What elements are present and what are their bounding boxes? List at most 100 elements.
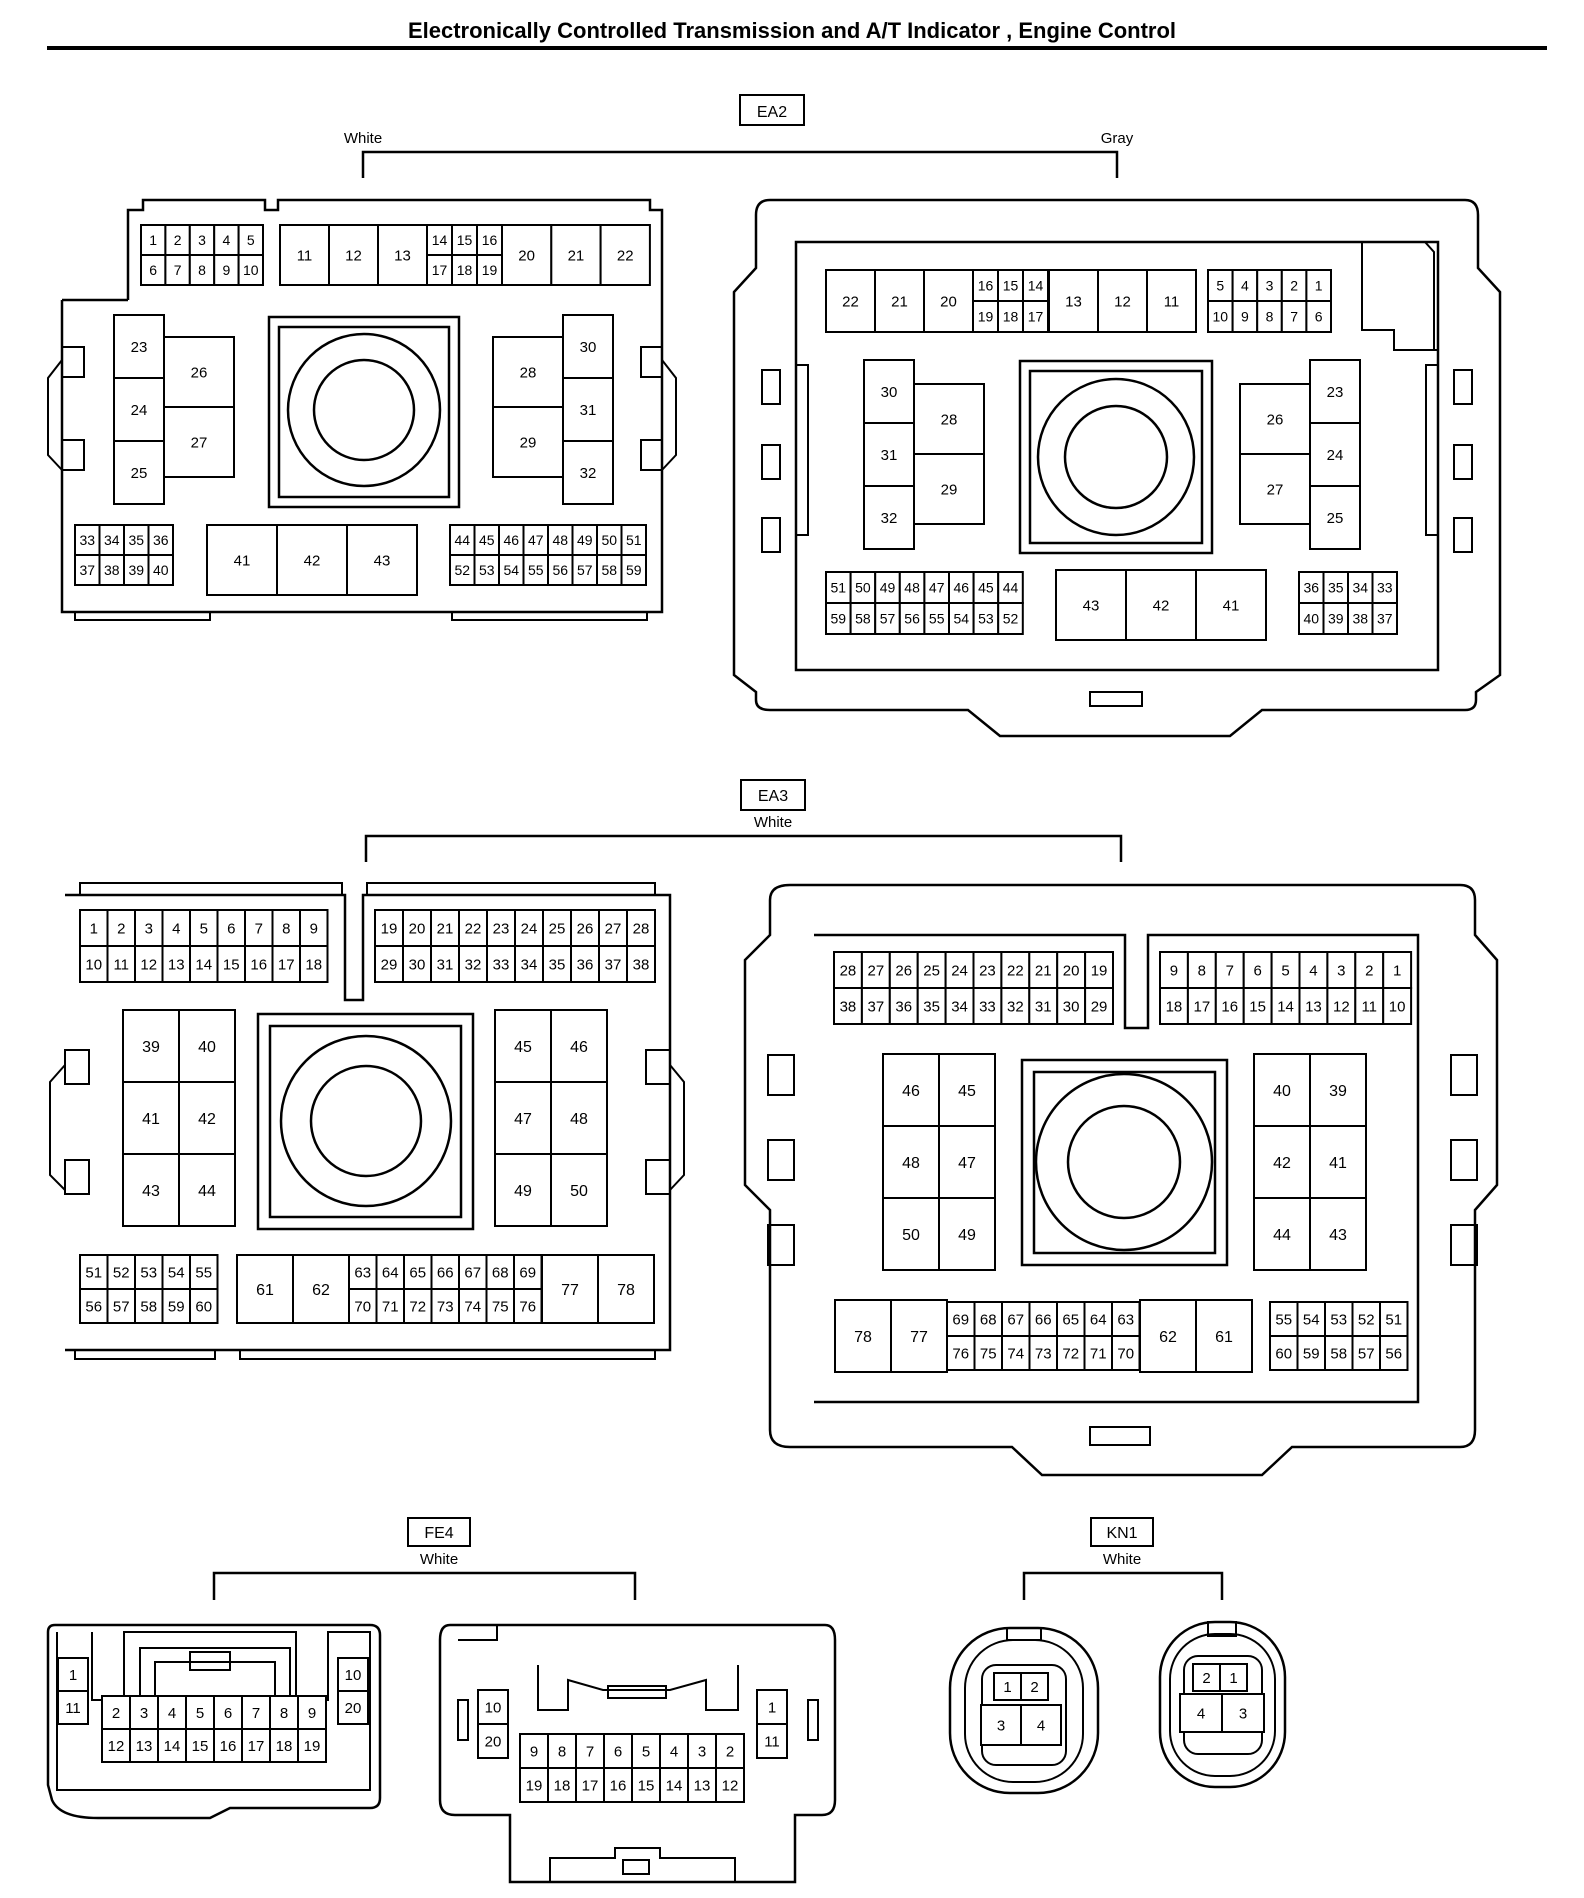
pin-label: 2 [1202, 1670, 1210, 1687]
pin-label: 55 [1275, 1311, 1292, 1328]
ea2-left-pin-56 [547, 554, 574, 586]
pin-label: 51 [1385, 1311, 1402, 1328]
pin-label: 4 [168, 1705, 176, 1722]
ea3-left-pin-37 [598, 945, 628, 983]
pin-label: 35 [923, 998, 940, 1015]
pin-label: 20 [409, 920, 426, 937]
fe4-left-pin-18 [269, 1728, 299, 1763]
pin-label: 41 [234, 552, 251, 569]
ea3-right-pin-16 [1214, 987, 1245, 1025]
pin-label: 24 [521, 920, 538, 937]
ea2-left-pin-29 [492, 406, 564, 478]
fe4-label: FE4 [424, 1525, 453, 1542]
ea2-left-pin-30 [562, 314, 614, 379]
pin-label: 22 [842, 293, 859, 310]
ea3-right-pin-47 [938, 1125, 996, 1199]
ea2-right-pin-41 [1195, 569, 1267, 641]
pin-label: 57 [1358, 1345, 1375, 1362]
pin-label: 46 [902, 1083, 920, 1100]
pin-label: 1 [69, 1667, 77, 1684]
pin-label: 8 [1198, 962, 1206, 979]
pin-label: 27 [605, 920, 622, 937]
ea2-left-pin-42 [276, 524, 348, 596]
ea3-header [364, 779, 1123, 862]
ea2-right-pin-46 [948, 571, 975, 604]
pin-label: 48 [552, 532, 568, 548]
fe4-right-pin-11 [756, 1723, 788, 1759]
pin-label: 15 [1003, 278, 1019, 294]
ea2-right-pin-34 [1347, 571, 1374, 604]
ea2-left-pin-28 [492, 336, 564, 408]
pin-label: 20 [485, 1733, 502, 1750]
ea3-right-pin-10 [1382, 987, 1413, 1025]
pin-label: 49 [880, 580, 896, 596]
pin-label: 49 [514, 1183, 532, 1200]
fe4-left-pin-11 [57, 1690, 89, 1725]
pin-label: 64 [1090, 1311, 1107, 1328]
ea2-left-pin-53 [473, 554, 500, 586]
pin-label: 62 [312, 1282, 330, 1299]
ea2-right-pin-38 [1347, 602, 1374, 635]
pin-label: 1 [768, 1699, 776, 1716]
pin-label: 15 [457, 232, 473, 248]
ea3-left-pin-60 [189, 1288, 219, 1324]
pin-label: 55 [195, 1264, 212, 1281]
ea2-left-pin-24 [113, 377, 165, 442]
ea2-left-pin-41 [206, 524, 278, 596]
ea2-right-pin-21 [874, 269, 925, 333]
ea3-left-pin-70 [348, 1288, 378, 1324]
pin-label: 14 [666, 1777, 683, 1794]
ea3-right-pin-57 [1351, 1335, 1381, 1371]
kn1-left-pin-2 [1020, 1672, 1049, 1701]
ea3-left-pin-48 [550, 1081, 608, 1155]
pin-label: 25 [923, 962, 940, 979]
kn1-right-pin-1 [1219, 1663, 1248, 1692]
ea3-right-pin-56 [1379, 1335, 1409, 1371]
pin-label: 1 [90, 920, 98, 937]
pin-label: 34 [951, 998, 968, 1015]
pin-label: 22 [465, 920, 482, 937]
ea3-left-pin-18 [299, 945, 329, 983]
ea2-right-pin-22 [825, 269, 876, 333]
pin-label: 3 [1239, 1705, 1247, 1722]
pin-label: 58 [1330, 1345, 1347, 1362]
pin-label: 28 [840, 962, 857, 979]
ea2-left-pin-32 [562, 440, 614, 505]
pin-label: 19 [304, 1738, 321, 1755]
pin-label: 20 [518, 247, 535, 264]
pin-label: 16 [610, 1777, 627, 1794]
pin-label: 31 [881, 447, 898, 464]
ea3-right-pin-52 [1351, 1301, 1381, 1337]
pin-label: 47 [958, 1155, 976, 1172]
ea3-right-pin-50 [882, 1197, 940, 1271]
pin-label: 53 [479, 562, 495, 578]
ea3-left-pin-77 [541, 1254, 599, 1324]
pin-label: 26 [1267, 411, 1284, 428]
pin-label: 10 [345, 1667, 362, 1684]
ea3-right-pin-66 [1028, 1301, 1058, 1337]
pin-label: 26 [191, 364, 208, 381]
pin-label: 18 [1003, 309, 1019, 325]
ea3-right-pin-36 [888, 987, 919, 1025]
pin-label: 29 [941, 481, 958, 498]
ea3-left-pin-35 [542, 945, 572, 983]
ea3-left-pin-19 [374, 909, 404, 947]
ea2-left-pin-58 [596, 554, 623, 586]
pin-label: 56 [552, 562, 568, 578]
ea3-right-pin-49 [938, 1197, 996, 1271]
pin-label: 8 [280, 1705, 288, 1722]
pin-label: 58 [140, 1298, 157, 1315]
ea3-left-pin-40 [178, 1009, 236, 1083]
pin-label: 55 [929, 611, 945, 627]
ea3-left-pin-49 [494, 1153, 552, 1227]
page-title: Electronically Controlled Transmission a… [407, 18, 1177, 43]
pin-label: 46 [503, 532, 519, 548]
ea2-right-pin-27 [1239, 453, 1311, 525]
ea3-right-pin-43 [1309, 1197, 1367, 1271]
pin-label: 23 [493, 920, 510, 937]
pin-label: 38 [840, 998, 857, 1015]
pin-label: 11 [297, 247, 313, 264]
pin-label: 7 [586, 1743, 594, 1760]
ea2-left-pin-35 [123, 524, 150, 556]
